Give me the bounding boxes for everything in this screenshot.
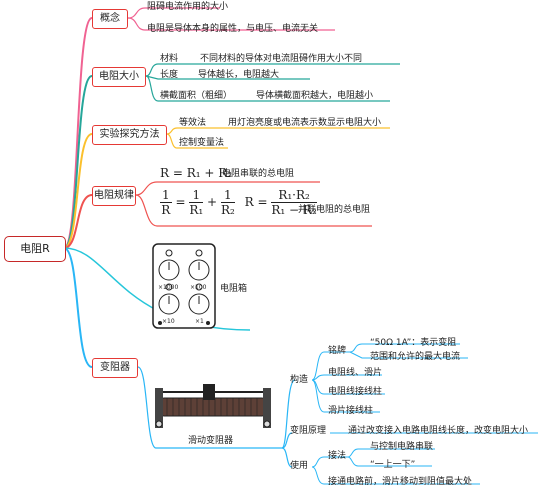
parallel-note: 并联电阻的总电阻: [298, 205, 371, 215]
rheostat-caption: 滑动变阻器: [188, 436, 234, 446]
branch-law[interactable]: 电阻规律: [92, 186, 136, 206]
size-desc-area: 导体横截面积越大，电阻越小: [256, 91, 374, 101]
method-key-control: 控制变量法: [179, 138, 225, 148]
size-key-area: 横截面积（粗细）: [160, 91, 233, 101]
method-desc-equivalent: 用灯泡亮度或电流表示数显示电阻大小: [228, 118, 382, 128]
nameplate-desc-2: 范围和允许的最大电流: [370, 352, 461, 362]
structure-part-2: 电阻线接线柱: [328, 387, 383, 397]
principle-desc: 通过改变接入电路电阻线长度，改变电阻大小: [348, 426, 529, 436]
wiring-desc-1: 与控制电路串联: [370, 442, 434, 452]
method-key-equivalent: 等效法: [179, 118, 207, 128]
wiring-label: 接法: [328, 451, 347, 461]
sliding-rheostat-image: [155, 384, 271, 428]
series-formula: R = R₁ + R₂: [160, 166, 233, 180]
branch-concept[interactable]: 概念: [92, 9, 128, 29]
nameplate-label: 铭牌: [328, 346, 347, 356]
usage-before: 接通电路前，滑片移动到阻值最大处: [328, 477, 473, 487]
size-desc-length: 导体越长，电阻越大: [198, 70, 280, 80]
structure-label: 构造: [290, 375, 309, 385]
branch-size[interactable]: 电阻大小: [92, 67, 146, 87]
size-key-length: 长度: [160, 70, 179, 80]
resistance-box-label: 电阻箱: [220, 284, 248, 294]
root-node[interactable]: 电阻R: [4, 236, 66, 262]
structure-part-3: 滑片接线柱: [328, 406, 374, 416]
branch-rheostat[interactable]: 变阻器: [92, 358, 138, 378]
concept-item-2: 电阻是导体本身的属性，与电压、电流无关: [147, 24, 319, 34]
size-key-material: 材料: [160, 54, 179, 64]
series-note: 电阻串联的总电阻: [222, 169, 295, 179]
usage-label: 使用: [290, 461, 309, 471]
dial-label-1: ×1: [195, 318, 204, 325]
wiring-desc-2: “一上一下”: [370, 460, 416, 470]
resistance-box-image: [152, 243, 216, 329]
principle-label: 变阻原理: [290, 426, 327, 436]
nameplate-desc-1: “50Ω 1A”：表示变阻: [370, 338, 457, 348]
dial-label-1000: ×1000: [158, 284, 179, 291]
dial-label-10: ×10: [162, 318, 175, 325]
concept-item-1: 阻碍电流作用的大小: [147, 2, 229, 12]
dial-label-100: ×100: [190, 284, 207, 291]
structure-part-1: 电阻线、滑片: [328, 368, 383, 378]
branch-method[interactable]: 实验探究方法: [92, 125, 167, 145]
size-desc-material: 不同材料的导体对电流阻碍作用大小不同: [200, 54, 363, 64]
